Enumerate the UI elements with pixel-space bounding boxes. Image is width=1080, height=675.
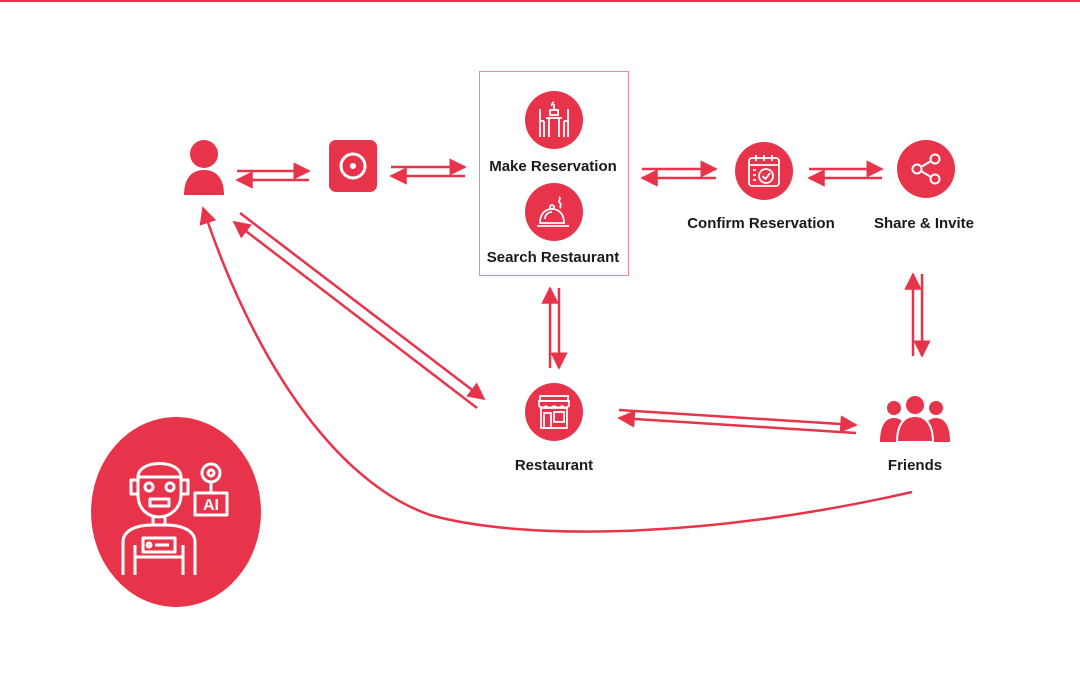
restaurant-node[interactable] <box>525 383 583 441</box>
top-rule <box>0 0 1080 2</box>
user-icon <box>184 140 224 195</box>
arrow-restaurant-to-user <box>232 220 478 409</box>
ai-badge-text: AI <box>203 497 219 514</box>
arrow-user-to-restaurant <box>239 212 486 401</box>
arrow-friends-to-user <box>199 206 913 533</box>
share-invite-label: Share & Invite <box>873 215 975 232</box>
make-reservation-node[interactable] <box>525 91 583 149</box>
robot-ai-icon: AI <box>121 462 229 575</box>
confirm-reservation-node[interactable] <box>735 142 793 200</box>
cloche-icon <box>537 196 569 227</box>
reservation-group-box <box>479 71 629 276</box>
dining-table-icon <box>539 101 569 137</box>
share-icon <box>911 153 941 185</box>
ai-robot-node[interactable]: AI <box>91 417 261 607</box>
restaurant-label: Restaurant <box>514 457 594 474</box>
group-icon <box>880 394 950 442</box>
arrow-friends-to-restaurant <box>617 410 857 435</box>
search-restaurant-node[interactable] <box>525 183 583 241</box>
search-restaurant-label: Search Restaurant <box>486 249 620 266</box>
make-reservation-label: Make Reservation <box>489 158 617 175</box>
share-invite-node[interactable] <box>897 140 955 198</box>
friends-label: Friends <box>887 457 943 474</box>
app-node[interactable] <box>329 140 377 192</box>
arrow-restaurant-to-friends <box>618 408 858 433</box>
friends-node[interactable] <box>877 392 953 442</box>
app-logo-icon <box>329 140 377 192</box>
calendar-check-icon <box>748 155 780 187</box>
user-node[interactable] <box>180 138 228 196</box>
confirm-reservation-label: Confirm Reservation <box>687 215 835 232</box>
storefront-icon <box>538 395 570 429</box>
